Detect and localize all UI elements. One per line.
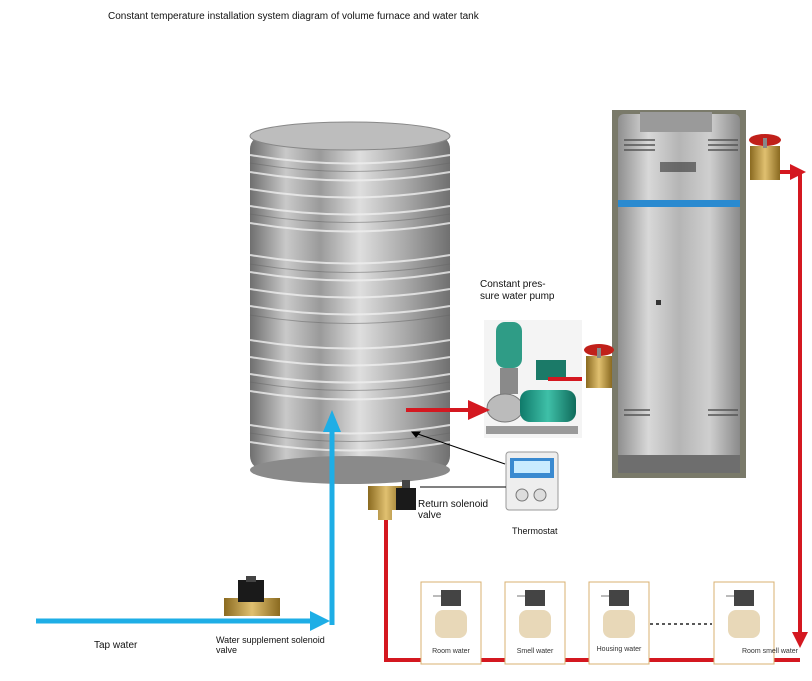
room-fixture-icon <box>420 581 482 665</box>
gate-valve-icon <box>584 344 614 388</box>
supplement-valve-label-line2: valve <box>216 645 238 655</box>
return-valve-label: Return solenoid valve <box>418 499 498 521</box>
room-fixtures <box>420 581 775 665</box>
supplement-valve-label-line1: Water supplement solenoid <box>216 635 325 645</box>
room-label: Smell water <box>516 648 554 655</box>
diagram-title: Constant temperature installation system… <box>108 11 479 22</box>
cold-water-pipe <box>36 410 341 631</box>
supplement-valve-label: Water supplement solenoid valve <box>216 635 356 655</box>
room-label: Housing water <box>596 646 642 653</box>
room-label: Room water <box>432 648 470 655</box>
gate-valve-icon <box>749 134 781 180</box>
supplement-solenoid-valve-icon <box>224 576 280 616</box>
tap-water-label: Tap water <box>94 640 138 651</box>
pump-label-line2: sure water pump <box>480 291 555 302</box>
thermostat-label: Thermostat <box>512 526 558 536</box>
pump-label-line1: Constant pres- <box>480 279 546 290</box>
room-label: Room smell water <box>741 648 798 655</box>
room-fixture-icon <box>713 581 775 665</box>
return-solenoid-valve-icon <box>368 480 416 520</box>
return-valve-label-line1: Return solenoid <box>418 499 489 510</box>
pointer-lines <box>410 431 506 488</box>
room-fixture-icon <box>504 581 566 665</box>
return-valve-label-line2: valve <box>418 510 442 521</box>
pump-label: Constant pres- sure water pump <box>480 279 570 303</box>
room-fixture-icon <box>588 581 650 665</box>
pump-icon <box>484 320 582 438</box>
volume-furnace-icon <box>612 110 746 478</box>
thermostat-icon <box>505 451 559 511</box>
water-tank-icon <box>249 121 451 484</box>
hot-water-pipe <box>384 164 808 662</box>
